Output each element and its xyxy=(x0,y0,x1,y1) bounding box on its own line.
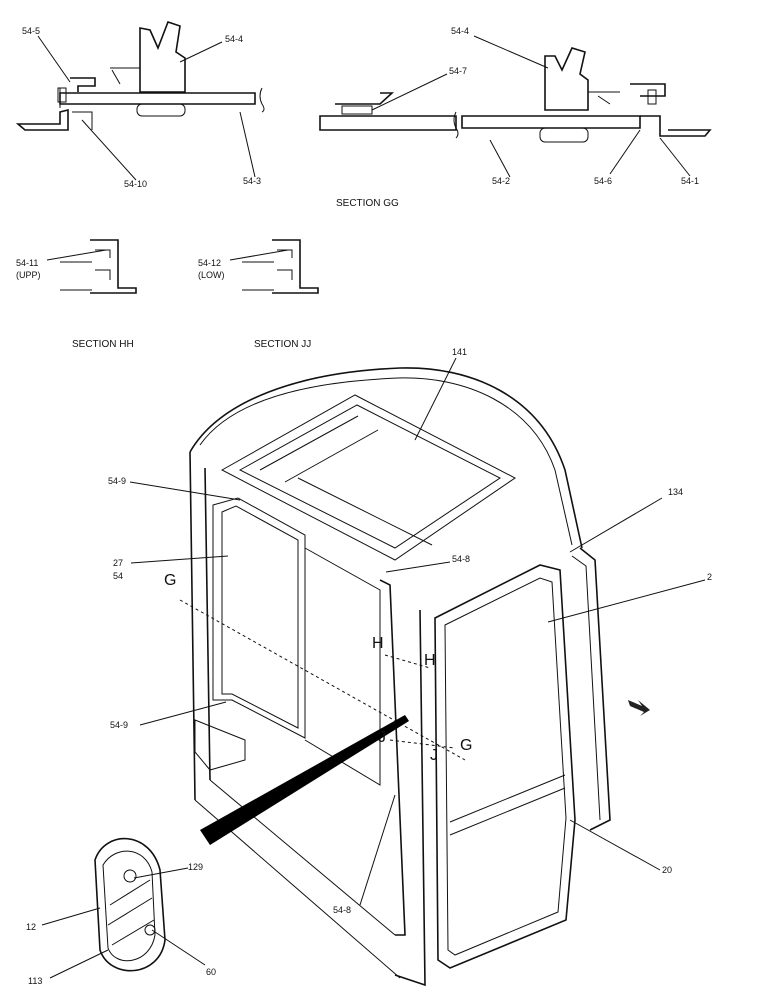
callout-54-9-top: 54-9 xyxy=(108,476,126,486)
callout-54-8-top: 54-8 xyxy=(452,554,470,564)
callout-54-7: 54-7 xyxy=(449,66,467,76)
callout-129: 129 xyxy=(188,862,203,872)
cab-drawing xyxy=(179,367,650,987)
section-mark-j-right: J xyxy=(430,747,438,764)
callout-113: 113 xyxy=(28,976,42,986)
callout-54-8-bottom: 54-8 xyxy=(333,905,351,915)
callout-54-11: 54-11 xyxy=(16,258,38,268)
section-gg-title: SECTION GG xyxy=(336,198,399,209)
callout-54-5: 54-5 xyxy=(22,26,40,36)
callout-20: 20 xyxy=(662,865,672,875)
section-mark-g-right: G xyxy=(460,737,472,754)
callout-54-12: 54-12 xyxy=(198,258,221,268)
callout-54-2: 54-2 xyxy=(492,176,510,186)
callout-54: 54 xyxy=(113,571,123,581)
callout-54-4-left: 54-4 xyxy=(225,34,243,44)
callout-54-3: 54-3 xyxy=(243,176,261,186)
callout-60: 60 xyxy=(206,967,216,977)
callout-27: 27 xyxy=(113,558,123,568)
callout-12: 12 xyxy=(26,922,36,932)
callout-54-6: 54-6 xyxy=(594,176,612,186)
section-marks: G G H H J J xyxy=(164,572,472,764)
callout-2: 2 xyxy=(707,572,712,582)
section-jj-drawing xyxy=(242,239,319,294)
callout-low: (LOW) xyxy=(198,270,225,280)
section-jj-title: SECTION JJ xyxy=(254,339,311,350)
callout-54-9-bottom: 54-9 xyxy=(110,720,128,730)
section-hh-title: SECTION HH xyxy=(72,339,134,350)
leader-lines xyxy=(37,35,706,979)
callout-upp: (UPP) xyxy=(16,270,41,280)
mirror-detail xyxy=(94,837,166,972)
section-mark-g-left: G xyxy=(164,572,176,589)
section-mark-h-left: H xyxy=(372,635,384,652)
callout-134: 134 xyxy=(668,487,683,497)
section-mark-h-right: H xyxy=(424,652,436,669)
callout-54-1: 54-1 xyxy=(681,176,699,186)
section-hh-drawing xyxy=(60,239,137,294)
callout-54-4-right: 54-4 xyxy=(451,26,469,36)
section-mark-j-left: J xyxy=(378,729,386,746)
callout-141: 141 xyxy=(452,347,467,357)
section-gg-drawing xyxy=(15,20,712,143)
callout-54-10: 54-10 xyxy=(124,179,147,189)
callout-labels: 54-5 54-4 54-4 54-7 54-10 54-3 54-2 54-6… xyxy=(16,26,712,986)
